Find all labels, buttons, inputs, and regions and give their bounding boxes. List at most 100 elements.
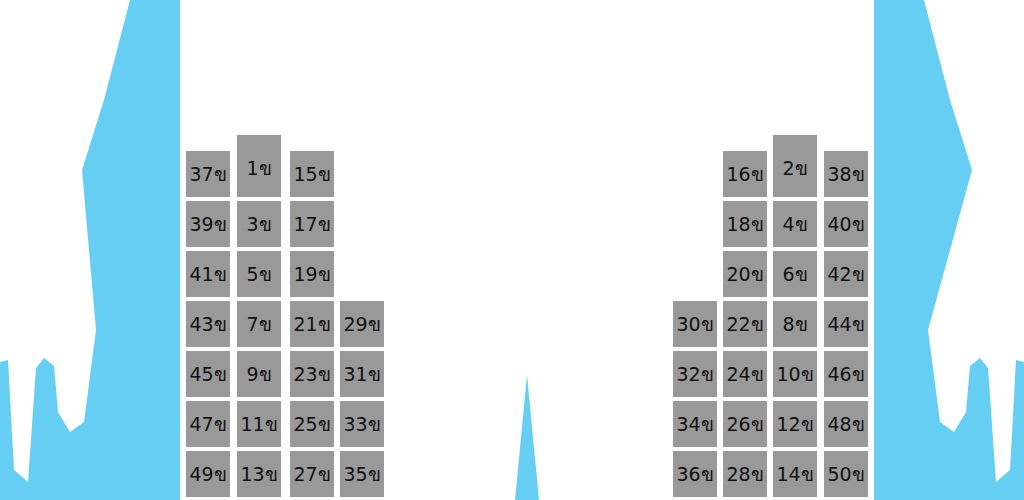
seat-label: 40ข (827, 215, 864, 234)
seat-box: 26ข (723, 401, 767, 447)
seat-label: 50ข (827, 465, 864, 484)
seat-label: 32ข (676, 365, 713, 384)
seat-label: 47ข (189, 415, 226, 434)
seat-label: 26ข (726, 415, 763, 434)
seat-box: 19ข (290, 251, 334, 297)
seat-label: 29ข (343, 315, 380, 334)
seat-box: 34ข (673, 401, 717, 447)
seat-label: 38ข (827, 165, 864, 184)
seat-label: 3ข (246, 215, 271, 234)
seat-label: 34ข (676, 415, 713, 434)
seat-box: 10ข (773, 351, 817, 397)
seat-box: 13ข (237, 451, 281, 497)
seat-label: 7ข (246, 315, 271, 334)
right-water (874, 0, 1024, 500)
seat-label: 18ข (726, 215, 763, 234)
seat-label: 42ข (827, 265, 864, 284)
seat-box: 21ข (290, 301, 334, 347)
seat-box: 4ข (773, 201, 817, 247)
seat-box: 18ข (723, 201, 767, 247)
seat-label: 10ข (776, 365, 813, 384)
seat-box: 33ข (340, 401, 384, 447)
seat-label: 25ข (293, 415, 330, 434)
seat-label: 17ข (293, 215, 330, 234)
seat-box: 25ข (290, 401, 334, 447)
seat-label: 15ข (293, 165, 330, 184)
seat-box: 41ข (186, 251, 230, 297)
seat-box: 31ข (340, 351, 384, 397)
seat-label: 49ข (189, 465, 226, 484)
seat-label: 2ข (782, 159, 807, 178)
seat-label: 11ข (240, 415, 277, 434)
seat-label: 23ข (293, 365, 330, 384)
seat-label: 20ข (726, 265, 763, 284)
seat-box: 43ข (186, 301, 230, 347)
seat-box: 8ข (773, 301, 817, 347)
seat-label: 8ข (782, 315, 807, 334)
seat-box: 36ข (673, 451, 717, 497)
seat-label: 41ข (189, 265, 226, 284)
seat-label: 22ข (726, 315, 763, 334)
seat-box: 44ข (824, 301, 868, 347)
seat-box: 2ข (773, 135, 817, 197)
seat-label: 6ข (782, 265, 807, 284)
seat-label: 21ข (293, 315, 330, 334)
center-spike (515, 375, 539, 500)
seat-box: 30ข (673, 301, 717, 347)
seat-box: 3ข (237, 201, 281, 247)
seat-label: 13ข (240, 465, 277, 484)
seat-box: 9ข (237, 351, 281, 397)
seat-box: 38ข (824, 151, 868, 197)
seat-box: 1ข (237, 135, 281, 197)
seat-box: 48ข (824, 401, 868, 447)
seat-box: 11ข (237, 401, 281, 447)
seat-label: 19ข (293, 265, 330, 284)
seat-box: 22ข (723, 301, 767, 347)
seat-label: 45ข (189, 365, 226, 384)
seat-box: 45ข (186, 351, 230, 397)
seat-box: 47ข (186, 401, 230, 447)
seat-label: 37ข (189, 165, 226, 184)
seat-box: 29ข (340, 301, 384, 347)
seat-label: 5ข (246, 265, 271, 284)
seat-box: 49ข (186, 451, 230, 497)
seat-label: 48ข (827, 415, 864, 434)
seat-box: 24ข (723, 351, 767, 397)
seat-box: 40ข (824, 201, 868, 247)
seat-box: 35ข (340, 451, 384, 497)
seat-box: 32ข (673, 351, 717, 397)
seat-box: 7ข (237, 301, 281, 347)
seat-label: 9ข (246, 365, 271, 384)
seat-box: 16ข (723, 151, 767, 197)
seat-box: 28ข (723, 451, 767, 497)
seat-label: 1ข (246, 159, 271, 178)
seat-label: 30ข (676, 315, 713, 334)
seat-box: 17ข (290, 201, 334, 247)
seat-label: 28ข (726, 465, 763, 484)
seat-box: 14ข (773, 451, 817, 497)
seat-label: 36ข (676, 465, 713, 484)
seat-label: 43ข (189, 315, 226, 334)
seat-label: 24ข (726, 365, 763, 384)
seat-label: 44ข (827, 315, 864, 334)
seat-box: 6ข (773, 251, 817, 297)
left-water (0, 0, 180, 500)
seat-label: 33ข (343, 415, 380, 434)
seat-label: 35ข (343, 465, 380, 484)
seat-label: 39ข (189, 215, 226, 234)
seat-box: 5ข (237, 251, 281, 297)
seat-label: 27ข (293, 465, 330, 484)
seat-label: 4ข (782, 215, 807, 234)
seat-box: 39ข (186, 201, 230, 247)
seat-box: 27ข (290, 451, 334, 497)
seat-box: 37ข (186, 151, 230, 197)
seat-label: 46ข (827, 365, 864, 384)
seat-box: 23ข (290, 351, 334, 397)
seat-label: 14ข (776, 465, 813, 484)
seat-label: 16ข (726, 165, 763, 184)
seat-label: 12ข (776, 415, 813, 434)
seat-box: 12ข (773, 401, 817, 447)
seat-box: 50ข (824, 451, 868, 497)
